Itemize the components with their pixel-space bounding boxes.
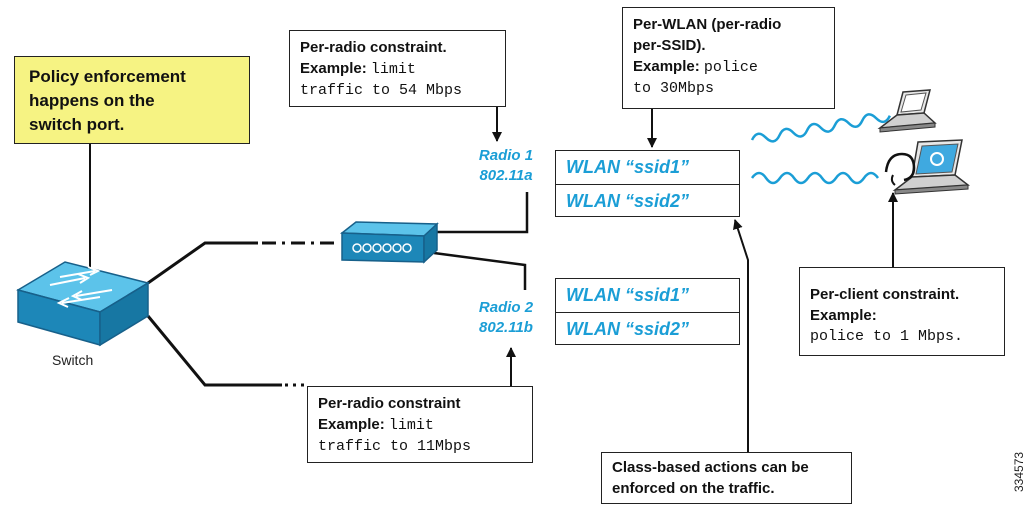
radio1-name: Radio 1 (478, 147, 534, 164)
switch-label: Switch (52, 352, 94, 368)
class-arrow (733, 219, 749, 452)
radio2-label: Radio 2 802.11b (466, 298, 546, 338)
wlan-constraint-box: Per-WLAN (per-radio per-SSID). Example: … (622, 7, 835, 109)
radio2-standard: 802.11b (479, 319, 533, 336)
client-example-code: police to 1 Mbps. (810, 328, 964, 345)
radio1-wlan-stack: WLAN “ssid1” WLAN “ssid2” (555, 150, 740, 217)
radio1-example-code-1: limit (370, 61, 416, 78)
client-constraint-title: Per-client constraint. (810, 286, 960, 303)
policy-line-3: switch port. (29, 115, 125, 134)
radio2-example-code-1: limit (388, 417, 434, 434)
radio1-wlan-ssid2: WLAN “ssid2” (556, 184, 739, 217)
radio1-example-label: Example: (300, 60, 367, 77)
ap-radio2-link (433, 251, 527, 290)
ap-radio1-link (434, 192, 529, 234)
radio2-name: Radio 2 (478, 299, 534, 316)
figure-id: 334573 (1012, 451, 1026, 492)
radio1-label: Radio 1 802.11a (466, 146, 546, 186)
radio2-wlan-ssid2: WLAN “ssid2” (556, 312, 739, 345)
radio1-constraint-box: Per-radio constraint. Example: limit tra… (289, 30, 506, 107)
client-constraint-box: Per-client constraint. Example: police t… (799, 267, 1005, 356)
wireless-wave-2 (750, 171, 880, 185)
class-line-2: enforced on the traffic. (612, 480, 775, 497)
client-laptop-icon (884, 139, 971, 195)
class-based-actions-box: Class-based actions can be enforced on t… (601, 452, 852, 504)
radio2-example-code-2: traffic to 11Mbps (318, 438, 472, 455)
radio1-standard: 802.11a (479, 167, 533, 184)
switch-icon (16, 261, 150, 347)
access-point-icon (339, 221, 439, 264)
radio1-example-code-2: traffic to 54 Mbps (300, 82, 463, 99)
switch-lower-link (146, 315, 282, 387)
wlan-constraint-title-1: Per-WLAN (per-radio (633, 16, 782, 33)
radio2-constraint-title: Per-radio constraint (318, 395, 461, 412)
wireless-wave-1 (750, 113, 892, 143)
radio1-constraint-title: Per-radio constraint. (300, 39, 447, 56)
switch-ap-link (147, 241, 258, 285)
laptop-icon (877, 89, 937, 133)
wlan-constraint-title-2: per-SSID). (633, 37, 706, 54)
wlan-example-label: Example: (633, 58, 700, 75)
radio2-example-label: Example: (318, 416, 385, 433)
radio2-constraint-box: Per-radio constraint Example: limit traf… (307, 386, 533, 463)
policy-line-2: happens on the (29, 91, 155, 110)
client-example-label: Example: (810, 307, 877, 324)
wlan-example-code-1: police (703, 59, 758, 76)
radio2-wlan-ssid1: WLAN “ssid1” (566, 285, 690, 305)
radio2-wlan-stack: WLAN “ssid1” WLAN “ssid2” (555, 278, 740, 345)
wlan-example-code-2: to 30Mbps (633, 80, 715, 97)
radio1-wlan-ssid1: WLAN “ssid1” (566, 157, 690, 177)
class-line-1: Class-based actions can be (612, 459, 809, 476)
policy-line-1: Policy enforcement (29, 67, 186, 86)
policy-enforcement-box: Policy enforcement happens on the switch… (14, 56, 250, 144)
